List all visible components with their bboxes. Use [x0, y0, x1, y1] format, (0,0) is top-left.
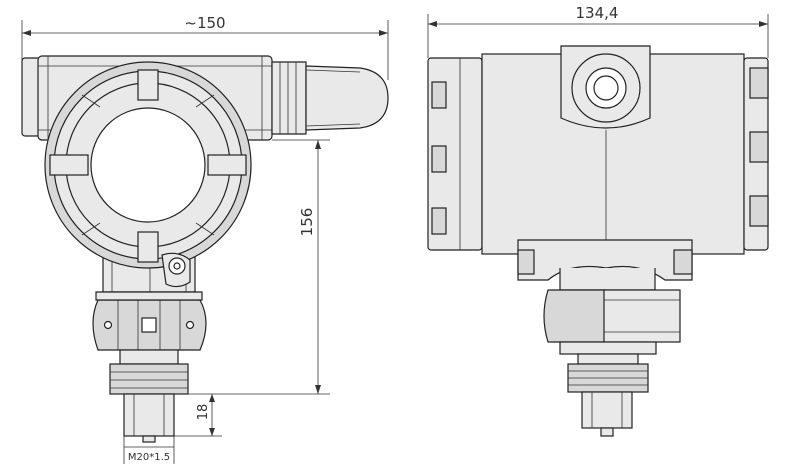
thread-callout: M20*1.5 [123, 436, 175, 464]
front-view: ~150 [21, 14, 389, 464]
side-neck [517, 239, 693, 291]
front-width-dimension: ~150 [21, 14, 389, 80]
side-right-cover [743, 57, 769, 251]
side-view: 134,4 [427, 4, 769, 437]
cable-gland [271, 61, 389, 135]
side-left-cover [427, 57, 483, 251]
front-cover [44, 61, 252, 269]
side-width-dimension: 134,4 [427, 4, 769, 58]
height-label: 156 [298, 208, 316, 237]
side-sensor-body [543, 289, 681, 355]
thread-label: M20*1.5 [128, 452, 170, 463]
front-hex-body [92, 291, 207, 351]
fitting-length-label: 18 [196, 404, 211, 421]
front-fitting [109, 349, 189, 443]
side-width-label: 134,4 [576, 4, 619, 22]
side-fitting [567, 353, 649, 437]
fitting-length-dimension: 18 [174, 394, 222, 437]
cover-lock [161, 252, 191, 288]
front-width-label: ~150 [184, 14, 225, 32]
side-cable-entry [560, 45, 651, 129]
